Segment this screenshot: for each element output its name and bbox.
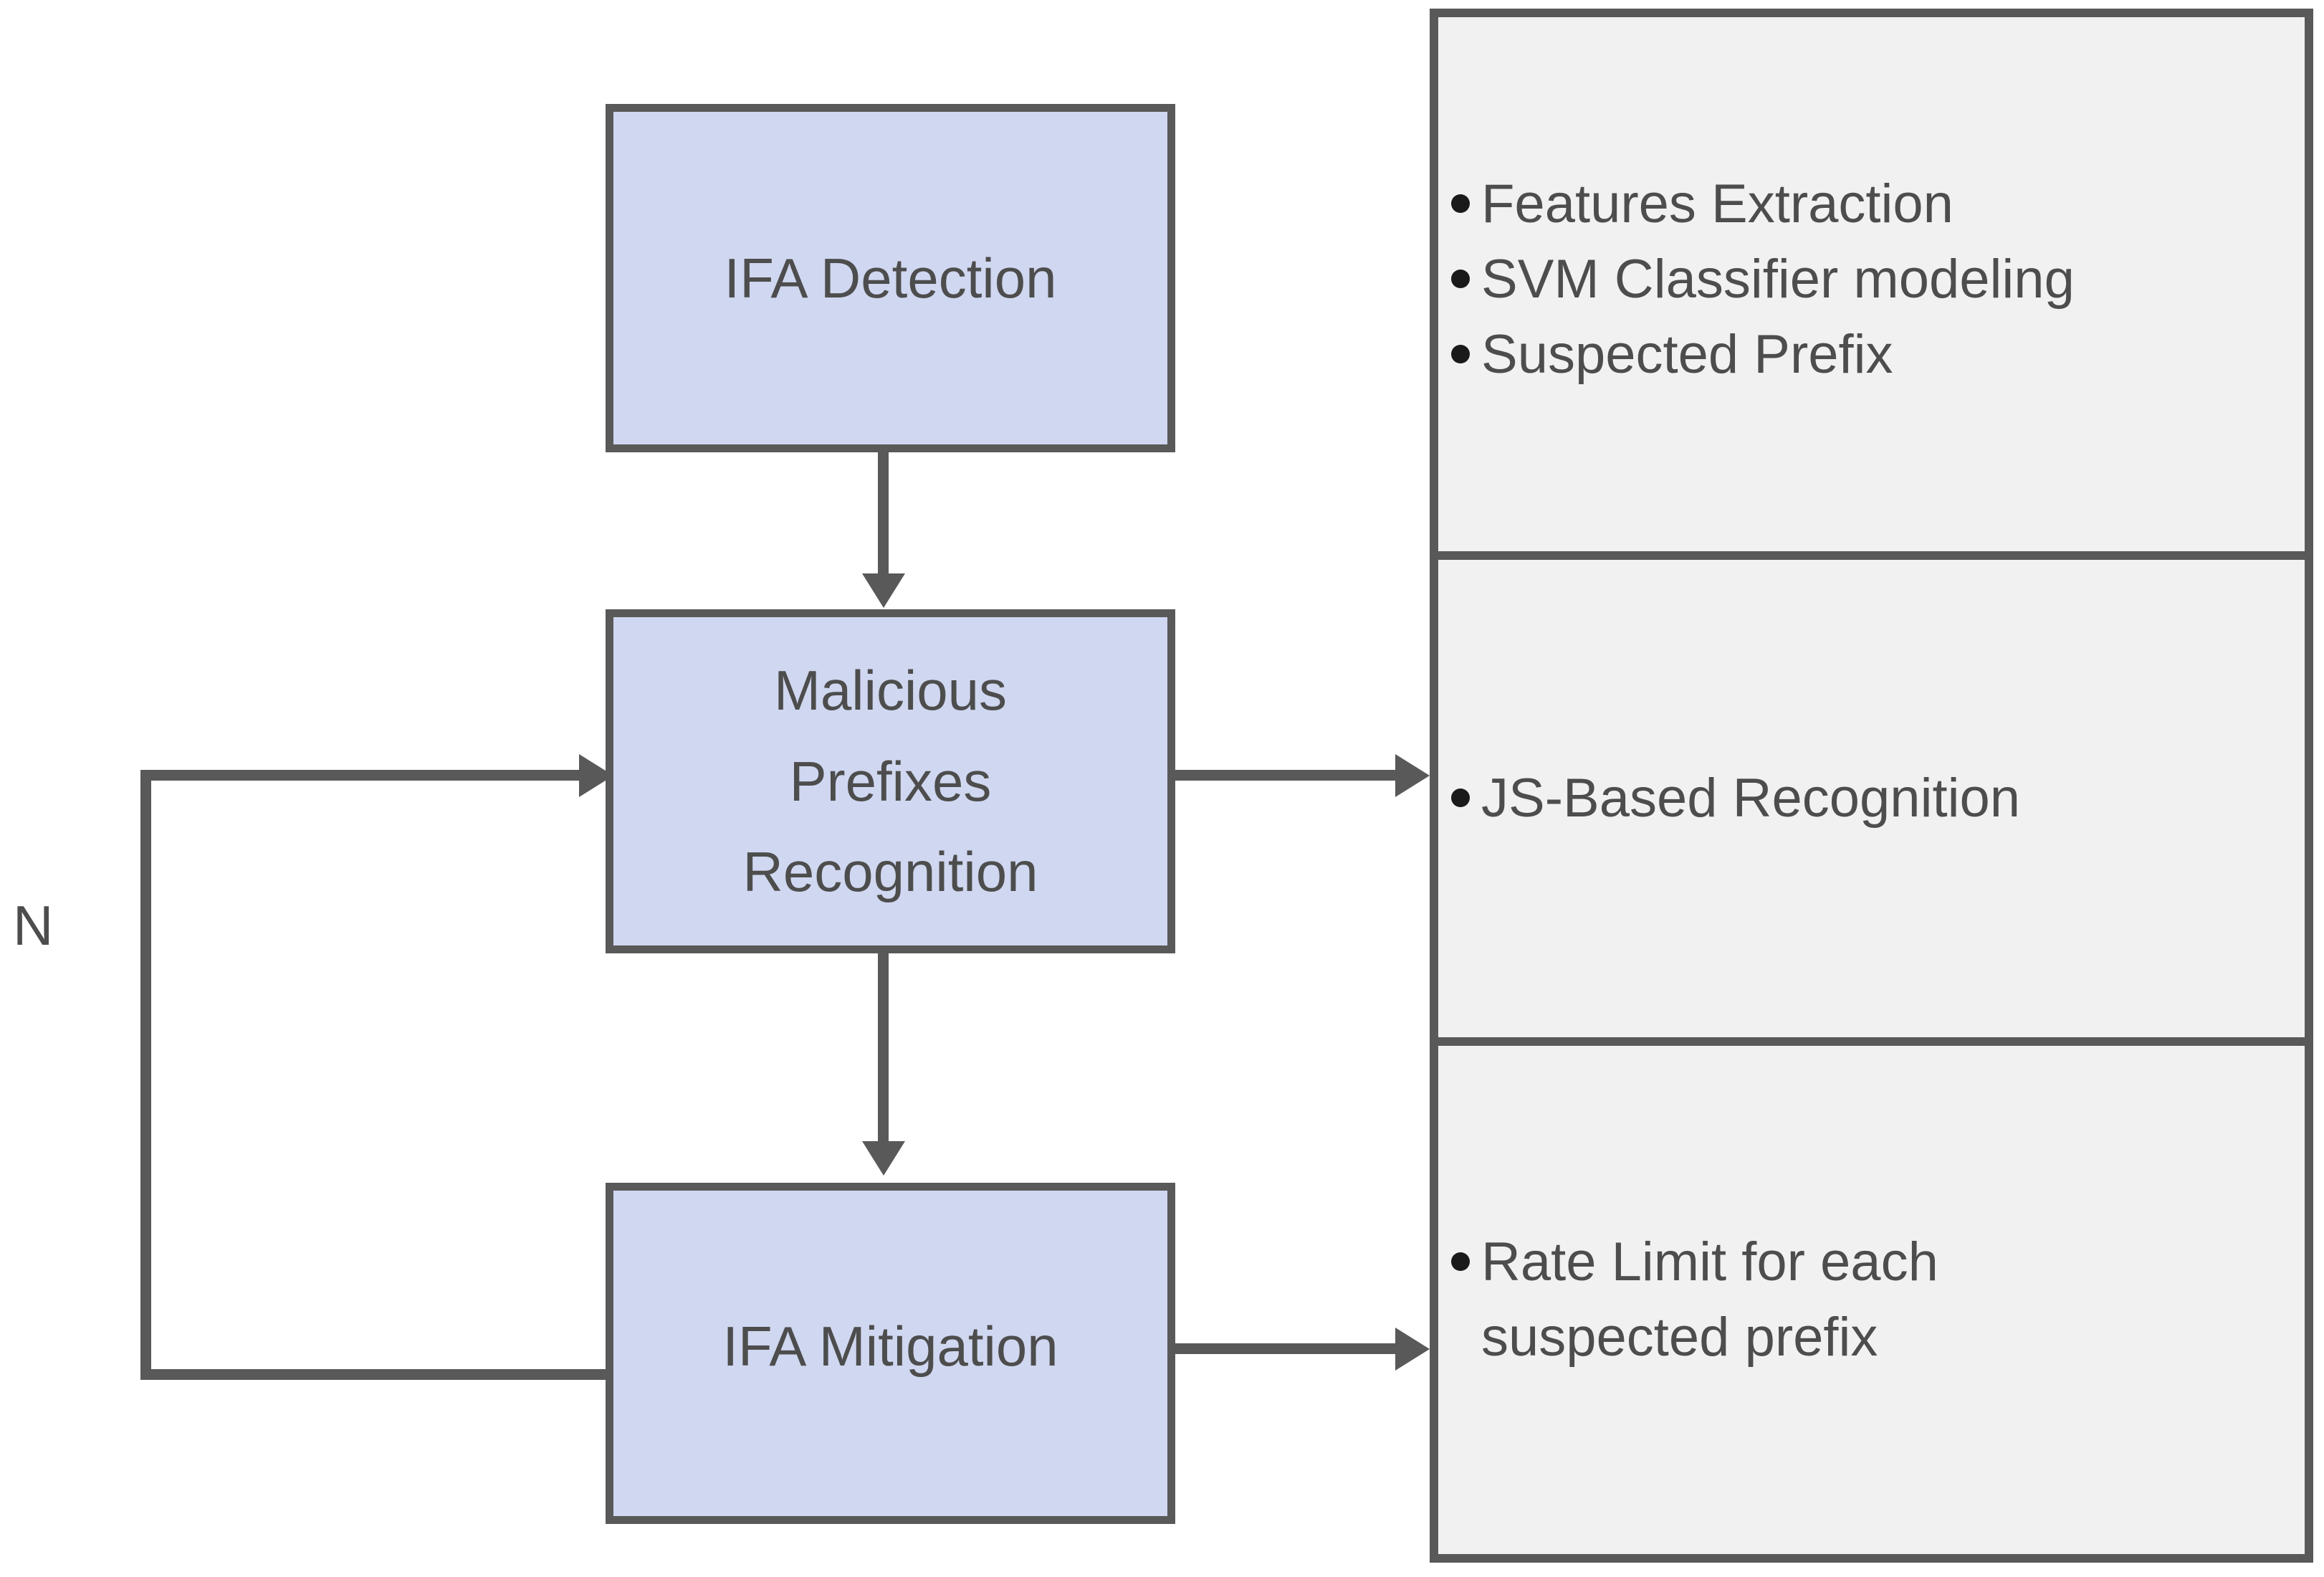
stage-box-malicious-prefixes-recognition[interactable]: Malicious Prefixes Recognition: [606, 609, 1175, 953]
list-item-label: Suspected Prefix: [1481, 323, 1893, 385]
arrow-right-icon: [1395, 754, 1430, 797]
list-item: JS-Based Recognition: [1451, 761, 2305, 837]
list-item-label: Rate Limit for each suspected prefix: [1481, 1231, 1938, 1368]
stage-box-ifa-mitigation[interactable]: IFA Mitigation: [606, 1183, 1175, 1524]
feedback-loop-left-segment: [140, 770, 151, 1380]
list-item: Rate Limit for each suspected prefix: [1451, 1225, 2305, 1376]
bullet-icon: [1451, 270, 1470, 289]
bullet-icon: [1451, 1252, 1470, 1271]
list-item-label: SVM Classifier modeling: [1481, 249, 2075, 310]
arrow-down-icon: [862, 573, 905, 608]
stage-box-label: Malicious Prefixes Recognition: [742, 659, 1038, 904]
list-item-label: JS-Based Recognition: [1481, 767, 2020, 829]
feedback-loop-bottom-segment: [140, 1369, 610, 1380]
arrow-right-icon: [579, 754, 613, 797]
stage-box-ifa-detection[interactable]: IFA Detection: [606, 104, 1175, 452]
stage-box-label: IFA Detection: [724, 246, 1057, 310]
list-item: SVM Classifier modeling: [1451, 242, 2305, 318]
list-item: Suspected Prefix: [1451, 318, 2305, 393]
arrow-right-icon: [1395, 1328, 1430, 1371]
list-item-label: Features Extraction: [1481, 173, 1954, 235]
details-panel: Features Extraction SVM Classifier model…: [1430, 9, 2313, 1563]
details-section-detection: Features Extraction SVM Classifier model…: [1438, 17, 2305, 543]
connector-detection-to-recognition-line: [878, 444, 889, 581]
bullet-icon: [1451, 344, 1470, 363]
arrow-down-icon: [862, 1141, 905, 1176]
bullet-icon: [1451, 788, 1470, 807]
details-section-recognition: JS-Based Recognition: [1438, 551, 2305, 1046]
feedback-loop-label: N: [13, 894, 54, 957]
bullet-icon: [1451, 194, 1470, 214]
feedback-loop-top-segment: [140, 770, 585, 781]
stage-box-label: IFA Mitigation: [722, 1314, 1058, 1378]
connector-recognition-to-mitigation-line: [878, 946, 889, 1147]
details-section-mitigation: Rate Limit for each suspected prefix: [1438, 1046, 2305, 1554]
connector-mitigation-to-details-line: [1172, 1343, 1401, 1354]
connector-recognition-to-details-line: [1172, 770, 1401, 781]
list-item: Features Extraction: [1451, 167, 2305, 242]
